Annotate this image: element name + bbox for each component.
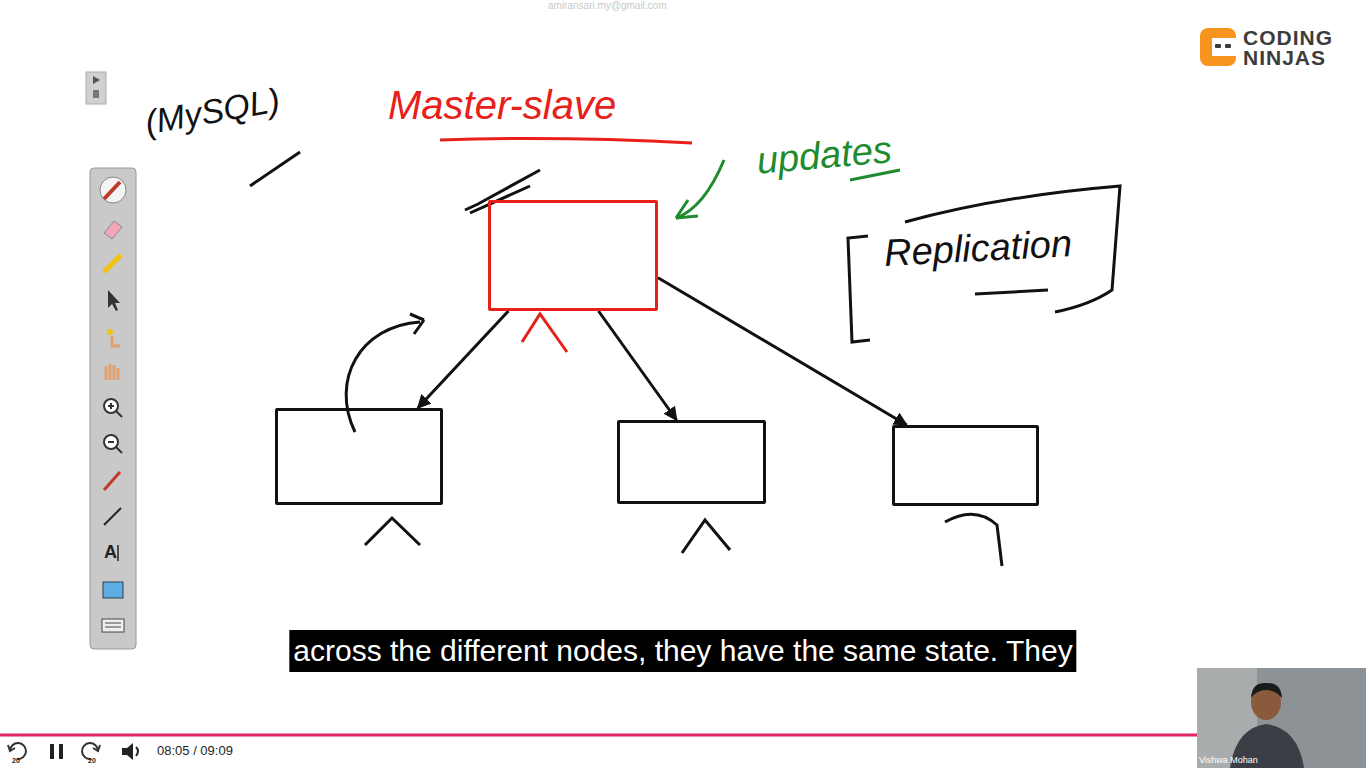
progress-played — [0, 734, 1205, 737]
caret-mark — [522, 314, 567, 352]
widget-icon — [93, 90, 99, 98]
replication-arrow — [658, 278, 907, 425]
zoom-out-tool — [108, 442, 122, 453]
logo-text: NINJAS — [1243, 46, 1326, 70]
slave-box — [892, 425, 1039, 506]
title-underline — [440, 139, 692, 143]
subtitle: across the different nodes, they have th… — [289, 630, 1076, 672]
screenshot-tool — [103, 582, 123, 598]
highlighter-tool — [104, 255, 121, 272]
ink-underline — [975, 290, 1048, 294]
rewind-icon — [10, 743, 26, 759]
loop-arrowhead — [410, 314, 424, 334]
skip-seconds: 20 — [88, 757, 96, 765]
slave-box — [275, 408, 443, 505]
volume-icon — [122, 743, 133, 760]
keyboard-tool — [102, 619, 124, 632]
toolbar — [90, 168, 136, 649]
logo-icon — [1200, 28, 1236, 66]
check-mark — [465, 170, 540, 213]
caret-mark — [682, 520, 730, 553]
eraser-tool — [104, 221, 122, 239]
volume-icon — [136, 747, 138, 756]
board-title: Master-slave — [388, 82, 616, 128]
widget-icon — [93, 76, 100, 84]
webcam-frame — [1197, 668, 1366, 768]
pointer-tool — [108, 290, 120, 311]
callout-arrow — [676, 160, 724, 218]
presenter-name: Vishwa Mohan — [1199, 755, 1258, 765]
loop-arrow — [346, 322, 420, 432]
db-label: (MySQL) — [142, 80, 283, 142]
zoom-in-tool — [108, 403, 122, 417]
watermark: amiransari.my@gmail.com — [548, 0, 667, 12]
pause-icon — [50, 744, 54, 759]
callout-arrowhead — [676, 200, 698, 218]
laser-tool — [107, 329, 113, 335]
replication-arrow — [599, 311, 677, 420]
slave-box — [617, 420, 766, 504]
skip-seconds: 20 — [12, 757, 20, 765]
ink-stroke — [250, 152, 300, 186]
pen-tool — [100, 177, 126, 203]
logo-eye — [1215, 44, 1221, 48]
pen-tool — [104, 182, 120, 199]
ink-squiggle — [945, 514, 1002, 566]
presenter-hair — [1251, 683, 1282, 698]
forward-icon — [82, 743, 98, 759]
caret-mark — [365, 518, 420, 545]
board-widget — [86, 72, 106, 104]
forward-icon — [93, 745, 100, 751]
eyedropper-tool — [104, 472, 120, 490]
text-tool: A — [104, 542, 117, 563]
bracket — [848, 236, 870, 342]
master-box — [488, 200, 658, 311]
replication-arrow — [418, 311, 509, 408]
pause-icon — [59, 744, 63, 759]
concept-label: Replication — [883, 222, 1073, 275]
hand-tool — [106, 364, 118, 380]
rewind-icon — [8, 745, 15, 751]
line-tool — [104, 508, 121, 525]
time-display: 08:05 / 09:09 — [157, 744, 233, 759]
text-cursor — [117, 545, 119, 561]
keyboard-tool — [105, 623, 121, 627]
logo-eye — [1225, 44, 1231, 48]
laser-tool — [112, 336, 120, 346]
logo-icon — [1212, 38, 1238, 56]
